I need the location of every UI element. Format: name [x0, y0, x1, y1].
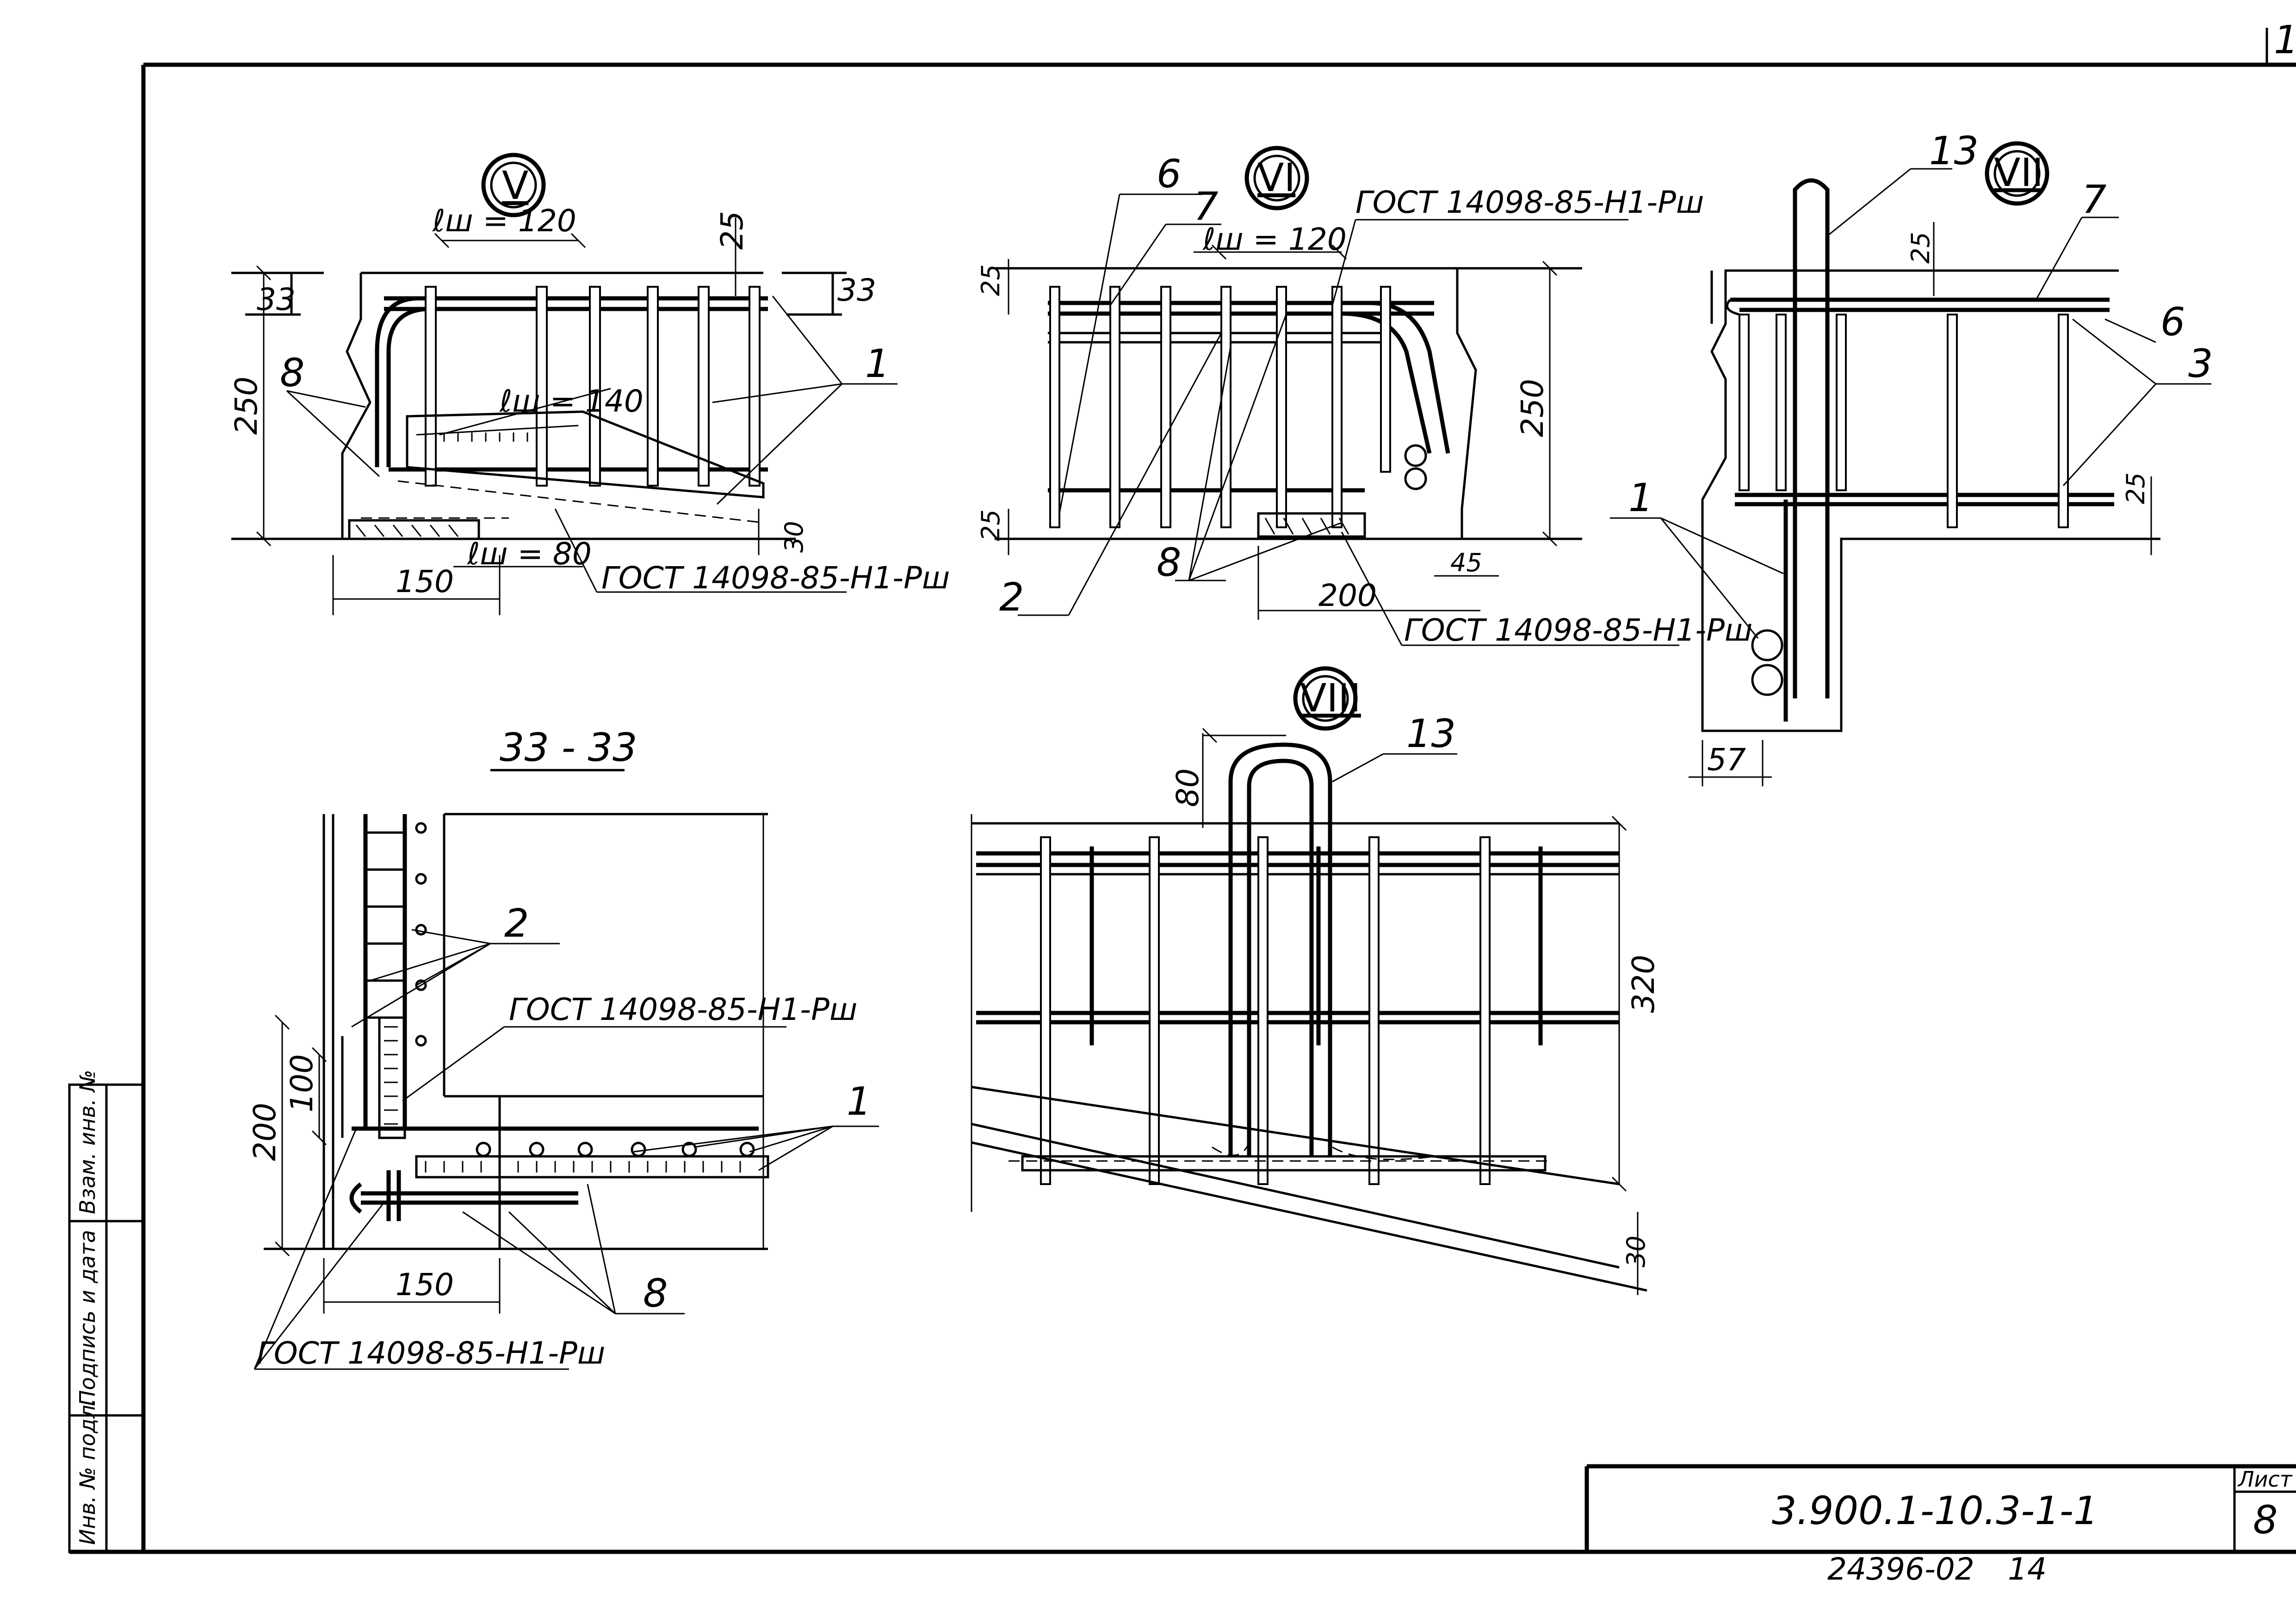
- detail-vi-dim-25-bot: 25: [976, 509, 1005, 541]
- section-33-dim-150: 150: [396, 1267, 454, 1303]
- sheet-label: Лист: [2237, 1467, 2293, 1492]
- detail-vi-dim-200: 200: [1318, 578, 1377, 613]
- section-33-pos-1: 1: [847, 1079, 871, 1124]
- detail-vii-dim-25-top: 25: [1906, 232, 1935, 264]
- detail-v-lw-mid: ℓш = 140: [499, 383, 644, 419]
- stamp-signature-date: Подпись и дата: [75, 1230, 100, 1406]
- detail-v-pos-8: 8: [280, 350, 304, 395]
- detail-v-cut-left: 33: [257, 282, 296, 317]
- detail-vii-dim-57: 57: [1707, 742, 1746, 778]
- detail-vi-dim-height: 250: [1515, 379, 1550, 437]
- detail-vi-gost-bot: ГОСТ 14098-85-Н1-Рш: [1404, 612, 1752, 648]
- detail-vii-marker: VII: [1994, 150, 2043, 195]
- detail-vii-pos-6: 6: [2160, 299, 2185, 345]
- detail-v-marker: V: [502, 163, 528, 208]
- detail-vi-pos-2: 2: [999, 574, 1024, 620]
- detail-v-dim-height: 250: [229, 377, 264, 435]
- archive-number: 24396-02: [1827, 1551, 1974, 1587]
- section-33-gost-bot: ГОСТ 14098-85-Н1-Рш: [257, 1335, 605, 1371]
- detail-vi-gost-top: ГОСТ 14098-85-Н1-Рш: [1355, 185, 1704, 220]
- detail-vii: VII: [1610, 141, 2211, 786]
- detail-vi-dim-45: 45: [1450, 548, 1482, 577]
- detail-viii-marker: VIII: [1300, 675, 1361, 721]
- stamp-vzam-inv: Взам. инв. №: [75, 1070, 100, 1214]
- section-33-pos-8: 8: [643, 1271, 668, 1316]
- detail-v: V: [231, 153, 897, 615]
- detail-viii: VIII: [971, 666, 1647, 1295]
- detail-vii-pos-13: 13: [1929, 128, 1979, 173]
- detail-viii-pos-13: 13: [1406, 711, 1456, 756]
- detail-v-pos-1: 1: [865, 341, 890, 386]
- detail-v-lw-bot: ℓш = 80: [467, 536, 592, 572]
- detail-vii-pos-7: 7: [2082, 177, 2106, 222]
- detail-v-cut-right: 33: [837, 272, 876, 308]
- detail-viii-dim-30: 30: [1621, 1235, 1651, 1267]
- stamp-inv-podl: Инв. № подл.: [75, 1398, 100, 1545]
- section-33-title: 33 - 33: [500, 725, 637, 770]
- title-block: [1584, 1464, 2296, 1552]
- detail-vi-pos-8: 8: [1157, 540, 1181, 585]
- detail-viii-dim-320: 320: [1626, 955, 1661, 1013]
- detail-v-lw-top: ℓш = 120: [432, 203, 576, 239]
- detail-v-dim-width: 150: [396, 564, 454, 599]
- detail-vi-dim-25-top: 25: [976, 264, 1005, 296]
- side-stamp: Инв. № подл. Подпись и дата Взам. инв. №: [68, 1070, 145, 1553]
- detail-vi-lw: ℓш = 120: [1202, 222, 1347, 257]
- detail-vii-pos-1: 1: [1628, 475, 1653, 520]
- detail-v-gost: ГОСТ 14098-85-Н1-Рш: [601, 560, 950, 596]
- section-33-dim-200: 200: [247, 1103, 283, 1161]
- section-33-dim-100: 100: [284, 1054, 320, 1112]
- detail-vii-dim-25-right: 25: [2121, 472, 2150, 504]
- detail-v-dim-30: 30: [780, 521, 809, 553]
- section-33-pos-2: 2: [504, 901, 529, 946]
- detail-v-dim-top: 25: [714, 211, 750, 250]
- detail-vi-marker: VI: [1257, 155, 1295, 200]
- detail-vi: VI: [995, 146, 1679, 646]
- corner-sheet-number: 1: [2274, 17, 2296, 62]
- section-33-33: [254, 769, 879, 1370]
- detail-vii-pos-3: 3: [2188, 341, 2213, 386]
- drawing-code: 3.900.1-10.3-1-1: [1772, 1488, 2098, 1533]
- detail-viii-dim-80: 80: [1170, 768, 1206, 807]
- detail-vi-pos-7: 7: [1194, 184, 1218, 229]
- sheet-number: 8: [2253, 1497, 2277, 1543]
- archive-page: 14: [2008, 1551, 2047, 1587]
- detail-vi-pos-6: 6: [1157, 151, 1181, 197]
- section-33-gost-mid: ГОСТ 14098-85-Н1-Рш: [509, 992, 857, 1027]
